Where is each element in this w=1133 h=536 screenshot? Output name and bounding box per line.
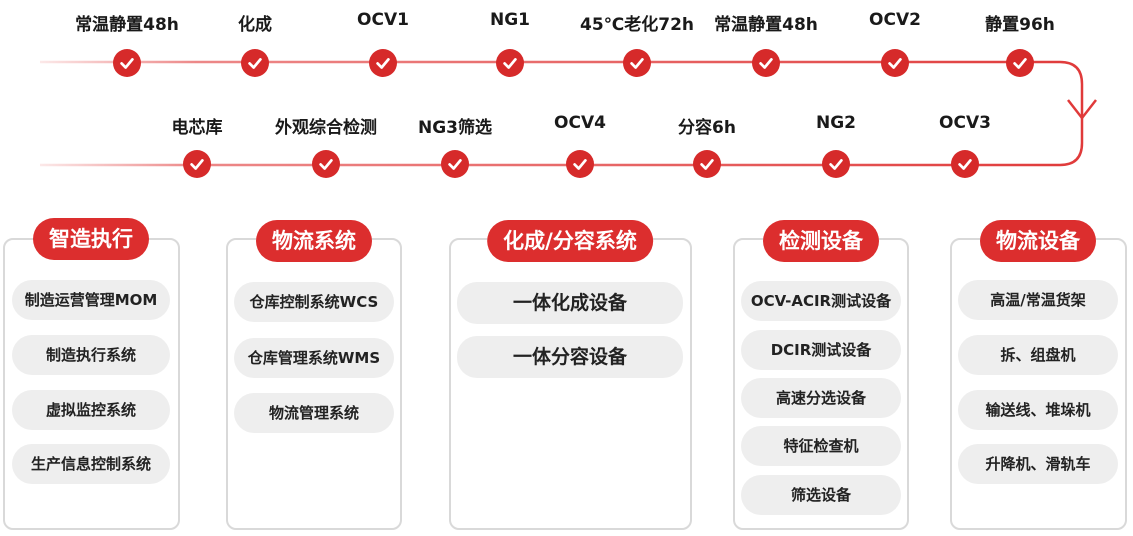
panel-item: 虚拟监控系统	[12, 390, 170, 430]
panel-item: 升降机、滑轨车	[958, 444, 1118, 484]
panel-item: 仓库控制系统WCS	[234, 282, 394, 322]
panel-item: 制造执行系统	[12, 335, 170, 375]
panel-item: 生产信息控制系统	[12, 444, 170, 484]
panel-item: 仓库管理系统WMS	[234, 338, 394, 378]
process-step-label: 化成	[238, 15, 272, 35]
panel-title: 化成/分容系统	[487, 220, 653, 262]
panel-title: 物流系统	[256, 220, 372, 262]
panel-item: OCV-ACIR测试设备	[741, 281, 901, 321]
process-step-label: 45℃老化72h	[579, 15, 695, 35]
flow-line-top	[40, 60, 1084, 167]
process-step-label: NG1	[489, 10, 531, 30]
process-step-label: 常温静置48h	[714, 15, 818, 35]
check-circle-icon	[312, 150, 340, 178]
check-circle-icon	[951, 150, 979, 178]
panel-item: 特征检查机	[741, 426, 901, 466]
panel-title: 智造执行	[33, 218, 149, 260]
panel-item: 输送线、堆垛机	[958, 390, 1118, 430]
process-step-label: OCV1	[357, 10, 409, 30]
panel-item: 高速分选设备	[741, 378, 901, 418]
check-circle-icon	[752, 49, 780, 77]
panel-title: 检测设备	[763, 220, 879, 262]
panel-item: 一体化成设备	[457, 282, 683, 324]
check-circle-icon	[183, 150, 211, 178]
process-step-label: 电芯库	[171, 118, 223, 138]
panel-item: 筛选设备	[741, 475, 901, 515]
process-step-label: NG2	[815, 113, 857, 133]
process-step-label: NG3筛选	[417, 118, 493, 138]
check-circle-icon	[623, 49, 651, 77]
check-circle-icon	[496, 49, 524, 77]
check-circle-icon	[1006, 49, 1034, 77]
check-circle-icon	[113, 49, 141, 77]
panel-item: 制造运营管理MOM	[12, 280, 170, 320]
check-circle-icon	[369, 49, 397, 77]
process-step-label: 静置96h	[985, 15, 1055, 35]
process-step-label: OCV2	[869, 10, 921, 30]
check-circle-icon	[241, 49, 269, 77]
check-circle-icon	[822, 150, 850, 178]
panel-item: DCIR测试设备	[741, 330, 901, 370]
panel-title: 物流设备	[980, 220, 1096, 262]
check-circle-icon	[566, 150, 594, 178]
process-step-label: OCV3	[939, 113, 991, 133]
panel-item: 一体分容设备	[457, 336, 683, 378]
process-step-label: OCV4	[554, 113, 606, 133]
process-step-label: 外观综合检测	[275, 118, 377, 138]
check-circle-icon	[441, 150, 469, 178]
process-step-label: 分容6h	[678, 118, 736, 138]
flow-arrow-down	[1067, 99, 1097, 121]
panel-item: 高温/常温货架	[958, 280, 1118, 320]
check-circle-icon	[881, 49, 909, 77]
process-step-label: 常温静置48h	[75, 15, 179, 35]
check-circle-icon	[693, 150, 721, 178]
panel-item: 物流管理系统	[234, 393, 394, 433]
panel-item: 拆、组盘机	[958, 335, 1118, 375]
